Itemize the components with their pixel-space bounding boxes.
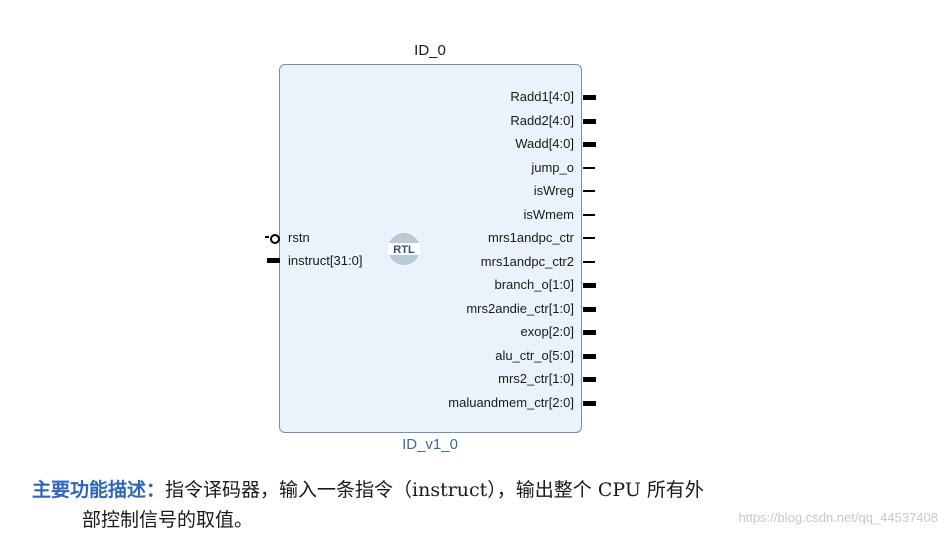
output-port-label: Wadd[4:0] — [515, 136, 574, 151]
watermark: https://blog.csdn.net/qq_44537408 — [738, 510, 939, 525]
output-port-label: alu_ctr_o[5:0] — [495, 347, 574, 363]
rtl-logo-icon: RTL — [388, 233, 420, 265]
output-pin[interactable] — [583, 260, 595, 263]
output-pin[interactable] — [583, 330, 596, 335]
output-pin[interactable] — [583, 306, 596, 312]
output-pin[interactable] — [583, 377, 596, 382]
output-port-label: isWmem — [523, 206, 574, 222]
output-pin[interactable] — [583, 400, 596, 406]
output-pin[interactable] — [583, 95, 596, 100]
output-port-label: Radd1[4:0] — [510, 89, 574, 104]
output-port-label: mrs2andie_ctr[1:0] — [466, 300, 574, 316]
rtl-logo-text: RTL — [393, 244, 415, 256]
rtl-block[interactable] — [279, 64, 582, 433]
function-description: 主要功能描述：指令译码器，输入一条指令（instruct），输出整个 CPU 所… — [32, 475, 912, 535]
output-pin[interactable] — [583, 283, 596, 288]
output-port-label: branch_o[1:0] — [494, 277, 574, 292]
input-pin-instruct[interactable] — [267, 258, 280, 263]
clock-input-pin[interactable] — [270, 234, 280, 244]
output-pin[interactable] — [583, 353, 596, 359]
output-port-label: mrs1andpc_ctr2 — [480, 253, 574, 269]
output-pin[interactable] — [583, 190, 595, 192]
output-pin[interactable] — [583, 166, 595, 169]
block-instance-name: ID_0 — [414, 42, 446, 59]
caption-lead: 主要功能描述： — [32, 479, 166, 501]
caption-line-2: 部控制信号的取值。 — [82, 509, 254, 531]
output-pin[interactable] — [583, 142, 596, 147]
output-port-label: isWreg — [533, 183, 574, 198]
output-port-label: exop[2:0] — [520, 324, 575, 339]
input-pin-rstn[interactable] — [265, 236, 269, 238]
output-pin[interactable] — [583, 237, 595, 239]
input-port-label: rstn — [288, 230, 310, 245]
caption-line-1: 指令译码器，输入一条指令（instruct），输出整个 CPU 所有外 — [165, 479, 704, 501]
block-module-name: ID_v1_0 — [402, 436, 458, 453]
output-port-label: maluandmem_ctr[2:0] — [448, 394, 574, 410]
output-pin[interactable] — [583, 118, 596, 124]
input-port-label: instruct[31:0] — [288, 253, 363, 268]
output-port-label: mrs2_ctr[1:0] — [498, 371, 574, 386]
output-port-label: jump_o — [531, 159, 574, 175]
output-pin[interactable] — [583, 213, 595, 216]
output-port-label: Radd2[4:0] — [510, 112, 574, 128]
output-port-label: mrs1andpc_ctr — [488, 230, 574, 245]
